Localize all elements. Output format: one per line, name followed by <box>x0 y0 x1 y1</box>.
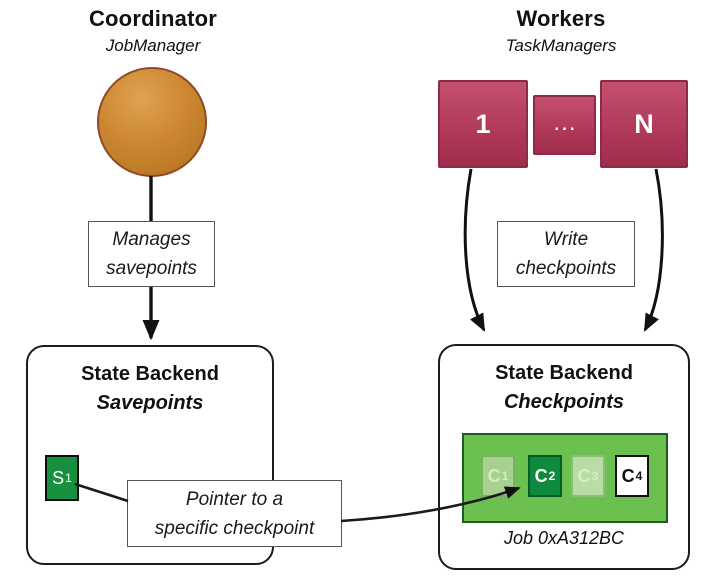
write-checkpoints-line2: checkpoints <box>515 258 617 279</box>
taskmanager-node-1-label: 1 <box>475 108 491 139</box>
manages-savepoints-line1: Manages <box>112 229 191 250</box>
manages-savepoints-line2: savepoints <box>106 258 197 279</box>
checkpoint-c1-label: C <box>487 465 501 486</box>
job-id-label: Job 0xA312BC <box>503 528 625 548</box>
jobmanager-node <box>97 67 207 177</box>
write-checkpoints-label: Write checkpoints <box>497 221 635 287</box>
checkpoint-c1-sub: 1 <box>501 469 509 483</box>
taskmanager-node-1: 1 <box>438 80 528 168</box>
pointer-to-checkpoint-label: Pointer to a specific checkpoint <box>127 480 342 547</box>
checkpoint-c4-sub: 4 <box>635 469 643 483</box>
write-checkpoints-line1: Write <box>543 229 589 250</box>
checkpoint-c2-sub: 2 <box>548 469 556 483</box>
pointer-label-line1: Pointer to a <box>185 488 284 510</box>
workers-title: Workers <box>516 6 606 31</box>
manages-savepoints-label: Manages savepoints <box>88 221 215 287</box>
savepoint-s1-label: S <box>52 467 65 488</box>
taskmanager-node-n-label: N <box>634 108 654 139</box>
coordinator-title: Coordinator <box>88 6 218 31</box>
savepoints-panel-subtitle: Savepoints <box>96 392 204 414</box>
savepoints-panel-title: State Backend <box>81 363 219 385</box>
workerN-write-checkpoint-arrow <box>643 168 664 332</box>
worker1-write-checkpoint-arrow <box>463 168 486 332</box>
taskmanager-ellipsis-label: ... <box>554 115 578 134</box>
checkpoint-c4-label: C <box>621 465 635 486</box>
checkpoints-panel-title: State Backend <box>495 362 633 384</box>
checkpoint-c3-label: C <box>577 465 591 486</box>
savepoint-s1-sub: 1 <box>65 471 72 485</box>
taskmanager-node-ellipsis: ... <box>533 95 596 155</box>
taskmanager-node-n: N <box>600 80 688 168</box>
pointer-label-line2: specific checkpoint <box>154 517 315 539</box>
checkpoint-c2-label: C <box>534 465 548 486</box>
checkpoint-c3-sub: 3 <box>591 469 599 483</box>
coordinator-subtitle: JobManager <box>105 36 201 55</box>
workers-subtitle: TaskManagers <box>505 36 617 55</box>
checkpoints-panel-subtitle: Checkpoints <box>503 391 625 413</box>
